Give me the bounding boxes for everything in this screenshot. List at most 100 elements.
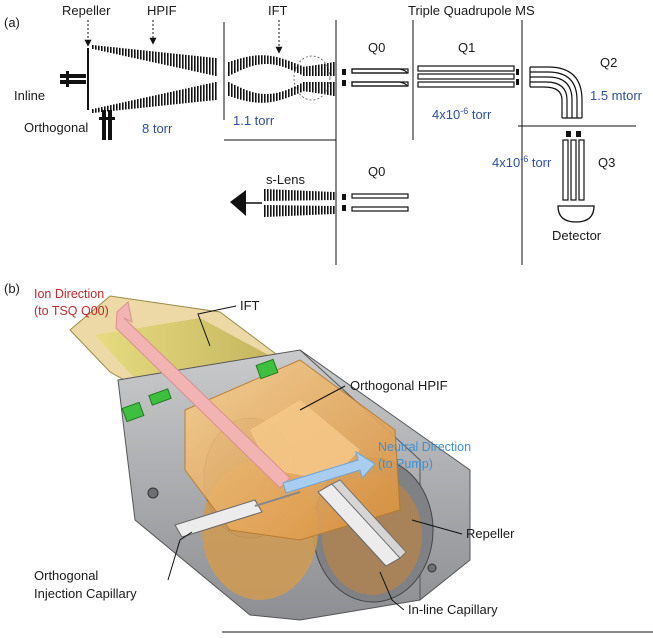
ift-electrode xyxy=(312,65,314,76)
repeller-3d-label: Repeller xyxy=(466,526,515,541)
q3-label: Q3 xyxy=(598,155,615,170)
ift-electrode xyxy=(252,55,254,66)
slens-electrode xyxy=(267,189,269,201)
ift-electrode xyxy=(231,83,233,97)
detector-label: Detector xyxy=(552,228,602,243)
hpif-electrode xyxy=(173,53,175,67)
slens-electrode xyxy=(291,205,293,216)
ion-direction-label: Ion Direction xyxy=(34,287,104,301)
slens-electrode xyxy=(306,205,308,216)
hpif-electrode xyxy=(146,50,148,61)
hpif-electrode xyxy=(137,49,139,59)
hpif-electrode xyxy=(122,48,124,56)
hpif-electrode xyxy=(143,97,145,108)
hpif-electrode xyxy=(152,95,154,107)
hpif-electrode xyxy=(125,48,127,57)
slens-electrode xyxy=(315,191,317,201)
orthogonal-hpif-label: Orthogonal HPIF xyxy=(350,378,448,393)
panel-b: (b) xyxy=(4,281,653,633)
slens-label: s-Lens xyxy=(266,172,306,187)
slens-electrode xyxy=(315,205,317,215)
pressure-q3: 4x10-6 torr xyxy=(492,154,552,170)
hpif-electrode xyxy=(203,56,205,74)
ift-electrode xyxy=(330,62,332,76)
panel-a: (a) Repeller HPIF IFT Triple Quadrupole … xyxy=(4,3,643,265)
ift-dashed-region xyxy=(293,55,331,101)
slens-electrode xyxy=(273,205,275,217)
hpif-electrode xyxy=(185,54,187,70)
orthogonal-label: Orthogonal xyxy=(24,120,88,135)
slens-electrode xyxy=(288,190,290,201)
hpif-electrode xyxy=(155,95,157,107)
hpif-electrode xyxy=(194,55,196,72)
inline-label: Inline xyxy=(14,88,45,103)
ift-electrode xyxy=(330,82,332,96)
slens-electrode xyxy=(321,205,323,215)
hpif-electrode xyxy=(185,88,187,104)
ift-electrode xyxy=(300,83,302,93)
hpif-electrode xyxy=(146,97,148,108)
hpif-electrode xyxy=(101,107,103,113)
ift-3d-label: IFT xyxy=(240,298,260,313)
ift-electrode xyxy=(276,92,278,101)
hpif-electrode xyxy=(167,92,169,106)
slens-electrode xyxy=(288,205,290,216)
orthogonal-capillary-pointer xyxy=(167,531,193,581)
ift-electrode xyxy=(273,93,275,102)
ift-electrode xyxy=(249,91,251,102)
ift-electrode xyxy=(276,57,278,66)
q1-label: Q1 xyxy=(458,40,475,55)
orthogonal-hpif-pointer xyxy=(299,385,346,411)
ift-electrode xyxy=(282,58,284,67)
hpif-electrode xyxy=(167,52,169,66)
slens-electrode xyxy=(324,205,326,215)
ift-electrode xyxy=(309,82,311,93)
hpif-electrode xyxy=(92,109,94,113)
slens-electrode xyxy=(303,205,305,216)
hpif-electrode xyxy=(119,103,121,111)
ift-electrode xyxy=(294,86,296,95)
tqms-label: Triple Quadrupole MS xyxy=(408,3,535,18)
hpif-electrode xyxy=(215,58,217,76)
slens-electrodes xyxy=(264,189,335,217)
hpif-electrode xyxy=(140,50,142,60)
slens-electrode xyxy=(267,205,269,217)
panel-b-label: (b) xyxy=(4,281,20,296)
slens-electrode xyxy=(270,205,272,217)
hpif-electrode xyxy=(206,57,208,75)
hpif-electrode xyxy=(173,91,175,105)
slens-electrode xyxy=(324,191,326,201)
ift-electrode xyxy=(231,61,233,75)
hpif-electrode xyxy=(209,57,211,75)
hpif-electrode xyxy=(206,83,208,101)
hpif-electrode xyxy=(98,107,100,113)
inline-capillary-pointer xyxy=(379,571,405,611)
ift-electrode xyxy=(258,55,260,65)
hpif-electrode xyxy=(158,51,160,64)
hpif-electrode xyxy=(212,57,214,76)
ift-electrode xyxy=(327,82,329,95)
green-connector-right xyxy=(255,358,279,380)
ift-electrode xyxy=(285,59,287,68)
inline-capillary-3d xyxy=(317,479,407,567)
slens-electrode xyxy=(297,190,299,201)
slens-electrode xyxy=(294,205,296,216)
slens-electrode xyxy=(282,189,284,201)
slens-electrode xyxy=(294,190,296,201)
hpif-electrode xyxy=(194,86,196,103)
green-connector-left xyxy=(121,401,145,423)
neutral-direction-sublabel: (to Pump) xyxy=(378,457,433,471)
hpif-electrode xyxy=(131,100,133,109)
ift-electrode xyxy=(261,93,263,103)
neutral-direction-arrow xyxy=(282,450,376,494)
ift-electrode xyxy=(324,63,326,76)
hpif-electrode xyxy=(131,49,133,58)
ift-electrode xyxy=(288,60,290,69)
detector-icon xyxy=(557,205,595,223)
hpif-electrode xyxy=(197,85,199,102)
ift-electrode xyxy=(318,82,320,94)
orthogonal-capillary-sublabel: Injection Capillary xyxy=(34,586,137,601)
hpif-electrode xyxy=(119,47,121,55)
ift-electrode xyxy=(321,82,323,94)
